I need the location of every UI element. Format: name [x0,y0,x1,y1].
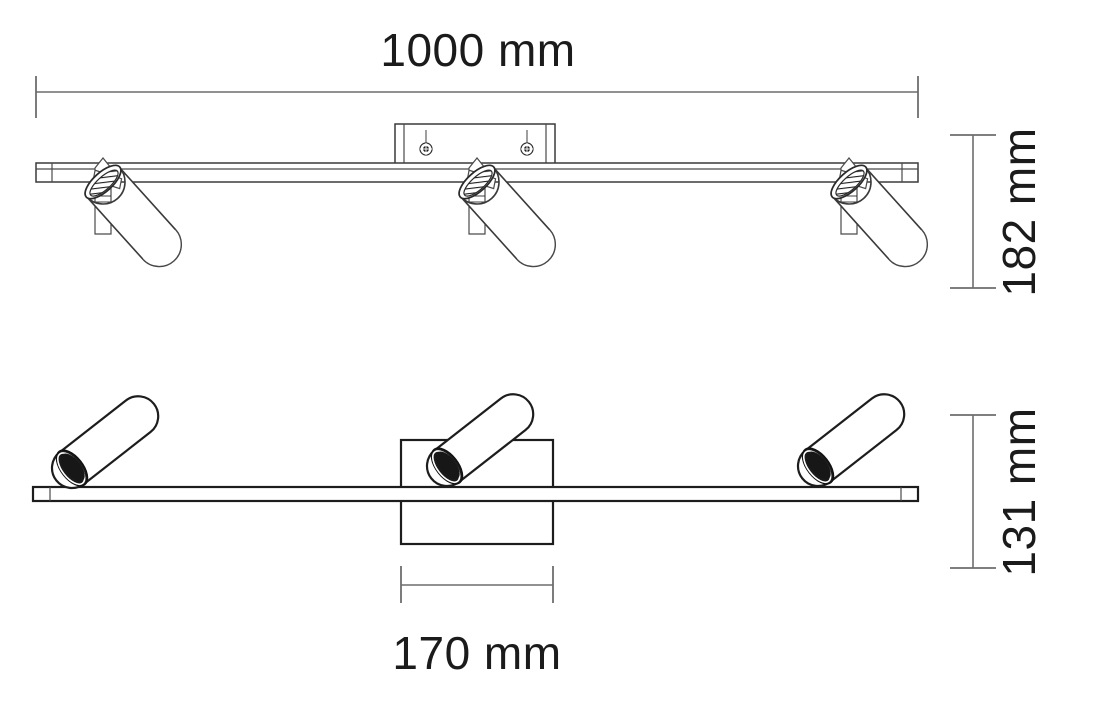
dimension-front-height [950,134,996,289]
elevation-canopy [394,123,556,178]
dimension-canopy-width [400,566,554,603]
dimension-plan-depth [950,414,996,569]
dimension-label-canopy-width: 170 mm [392,627,561,679]
dimension-label-plan-depth: 131 mm [993,407,1045,576]
elevation-view [35,123,938,277]
dimension-overall-length [35,76,919,118]
plan-track-rail [31,485,920,503]
plan-spot-left [42,386,168,498]
plan-spot-right [788,384,914,496]
canopy-screw-left [419,130,433,156]
plan-view [31,384,920,546]
dimension-label-front-height: 182 mm [993,127,1045,296]
dimension-label-overall-length: 1000 mm [380,24,575,76]
canopy-screw-right [520,130,534,156]
